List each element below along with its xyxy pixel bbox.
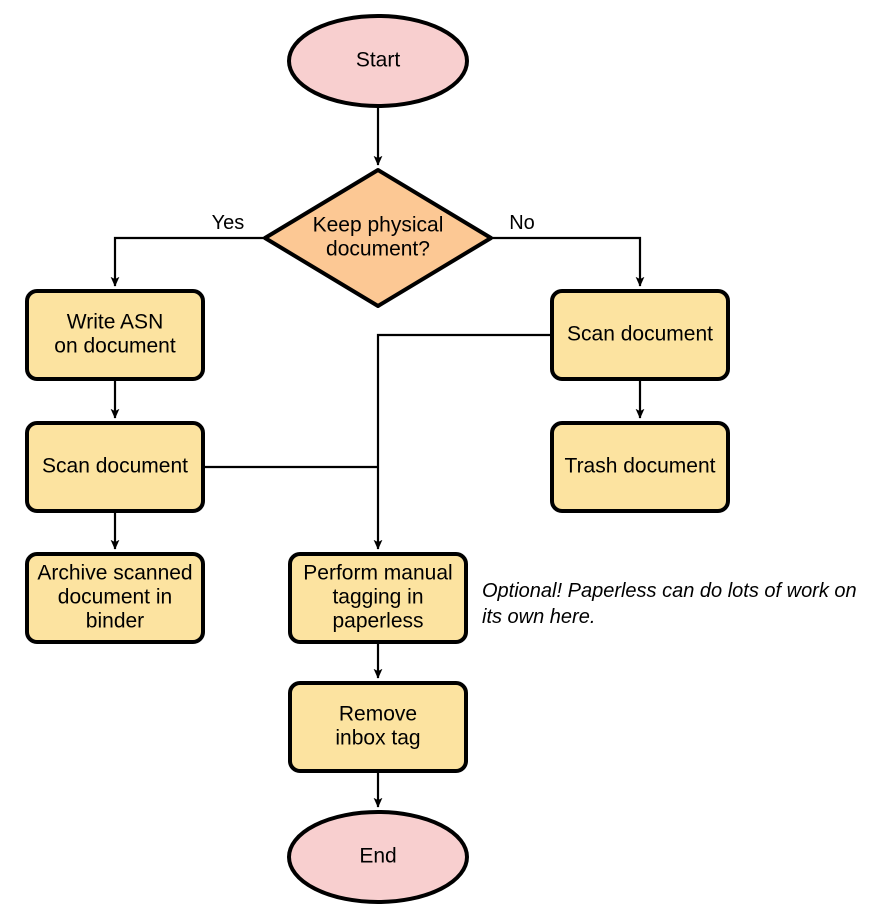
decision-label-line1: Keep physical <box>313 214 444 237</box>
scan-document-left-label: Scan document <box>42 455 188 478</box>
scan-document-right-box[interactable] <box>550 289 730 381</box>
edge-label-yes: Yes <box>212 212 245 234</box>
end-ellipse[interactable] <box>287 810 469 904</box>
edge-layer <box>110 106 645 808</box>
node-scan-document-left[interactable]: Scan document <box>25 421 205 513</box>
edge-decision-no <box>491 236 645 287</box>
remove-inbox-tag-label-line2: inbox tag <box>335 727 420 750</box>
start-label: Start <box>356 49 401 72</box>
write-asn-box[interactable] <box>25 289 205 381</box>
archive-label-line3: binder <box>86 610 144 633</box>
node-perform-manual-tagging[interactable]: Perform manual tagging in paperless <box>288 552 468 644</box>
tagging-label-line3: paperless <box>332 610 423 633</box>
write-asn-label-line2: on document <box>54 335 176 358</box>
write-asn-label-line1: Write ASN <box>67 311 163 334</box>
end-label: End <box>359 845 396 868</box>
edge-scan-right-to-tagging <box>373 333 552 550</box>
node-trash-document[interactable]: Trash document <box>550 421 730 513</box>
edge-label-no: No <box>509 212 535 234</box>
scan-document-right-label: Scan document <box>567 323 713 346</box>
node-start[interactable]: Start <box>287 14 469 108</box>
optional-note-line1: Optional! Paperless can do lots of work … <box>482 580 857 602</box>
node-archive-scanned-document[interactable]: Archive scanned document in binder <box>25 552 205 644</box>
edge-decision-yes <box>110 236 265 287</box>
tagging-box[interactable] <box>288 552 468 644</box>
archive-label-line2: document in <box>58 586 172 609</box>
node-layer: Start Keep physical document? Write ASN … <box>25 14 730 904</box>
remove-inbox-tag-label-line1: Remove <box>339 703 417 726</box>
scan-document-left-box[interactable] <box>25 421 205 513</box>
trash-document-box[interactable] <box>550 421 730 513</box>
remove-inbox-tag-box[interactable] <box>288 681 468 773</box>
archive-label-line1: Archive scanned <box>37 562 192 585</box>
node-end[interactable]: End <box>287 810 469 904</box>
node-write-asn[interactable]: Write ASN on document <box>25 289 205 381</box>
trash-document-label: Trash document <box>565 455 716 478</box>
decision-label-line2: document? <box>326 238 430 261</box>
annotation-layer: Optional! Paperless can do lots of work … <box>482 580 857 628</box>
node-scan-document-right[interactable]: Scan document <box>550 289 730 381</box>
start-ellipse[interactable] <box>287 14 469 108</box>
decision-diamond[interactable] <box>263 168 493 308</box>
tagging-label-line2: tagging in <box>332 586 423 609</box>
tagging-label-line1: Perform manual <box>303 562 452 585</box>
optional-note-line2: its own here. <box>482 606 595 628</box>
node-decision-keep-physical-document[interactable]: Keep physical document? <box>263 168 493 308</box>
archive-box[interactable] <box>25 552 205 644</box>
node-remove-inbox-tag[interactable]: Remove inbox tag <box>288 681 468 773</box>
edge-label-layer: Yes No <box>212 212 535 234</box>
